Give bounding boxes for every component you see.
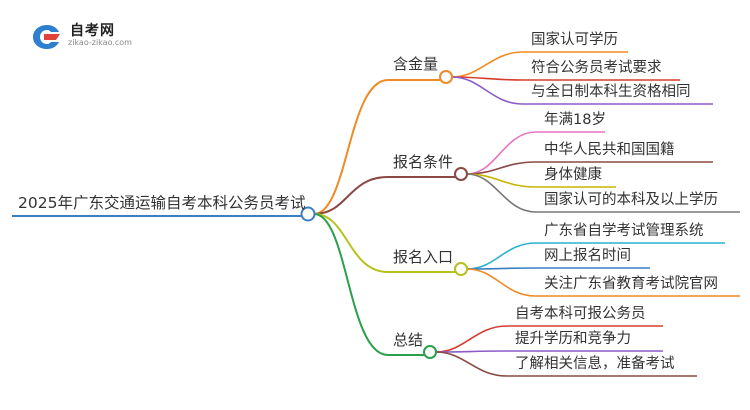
leaf-node: 提升学历和竞争力 <box>515 331 631 347</box>
leaf-node: 中华人民共和国国籍 <box>544 142 675 158</box>
leaf-node: 国家认可学历 <box>531 32 618 48</box>
leaf-connector <box>451 76 524 105</box>
branch-entry: 报名入口 <box>393 248 454 266</box>
leaf-node: 自考本科可报公务员 <box>515 306 646 322</box>
leaf-connector <box>466 267 537 270</box>
branch-connector <box>313 79 389 215</box>
branch-requirements: 报名条件 <box>393 153 454 171</box>
leaf-connector <box>466 268 537 297</box>
leaf-node: 了解相关信息，准备考试 <box>515 356 675 372</box>
logo-title: 自考网 <box>70 23 115 39</box>
branch-node-circle <box>423 345 437 359</box>
branch-value: 含金量 <box>393 55 439 73</box>
leaf-node: 年满18岁 <box>544 112 606 128</box>
leaf-node: 国家认可的本科及以上学历 <box>544 192 718 208</box>
branch-connector <box>313 213 389 356</box>
branch-node-circle <box>439 70 453 84</box>
leaf-connector <box>466 242 537 270</box>
root-node-circle <box>300 206 316 222</box>
branch-node-circle <box>454 262 468 276</box>
leaf-node: 与全日制本科生资格相同 <box>531 84 691 100</box>
branch-summary: 总结 <box>393 331 424 349</box>
leaf-connector <box>435 351 508 377</box>
branch-node-circle <box>454 167 468 181</box>
leaf-node: 关注广东省教育考试院官网 <box>544 276 718 292</box>
leaf-connector <box>435 350 508 353</box>
leaf-node: 身体健康 <box>544 167 602 183</box>
leaf-node: 广东省自学考试管理系统 <box>544 223 704 239</box>
leaf-connector <box>451 51 524 78</box>
leaf-connector <box>466 173 537 213</box>
logo-icon <box>33 25 60 49</box>
leaf-node: 符合公务员考试要求 <box>531 60 662 76</box>
leaf-connector <box>466 131 537 175</box>
site-logo: 自考网 zikao-zikao.com <box>30 18 145 52</box>
root-topic: 2025年广东交通运输自考本科公务员考试 <box>18 194 306 212</box>
leaf-node: 网上报名时间 <box>544 248 631 264</box>
branch-connector <box>313 176 389 215</box>
leaf-connector <box>435 325 508 353</box>
branch-connector <box>313 213 389 273</box>
logo-url: zikao-zikao.com <box>68 38 132 47</box>
